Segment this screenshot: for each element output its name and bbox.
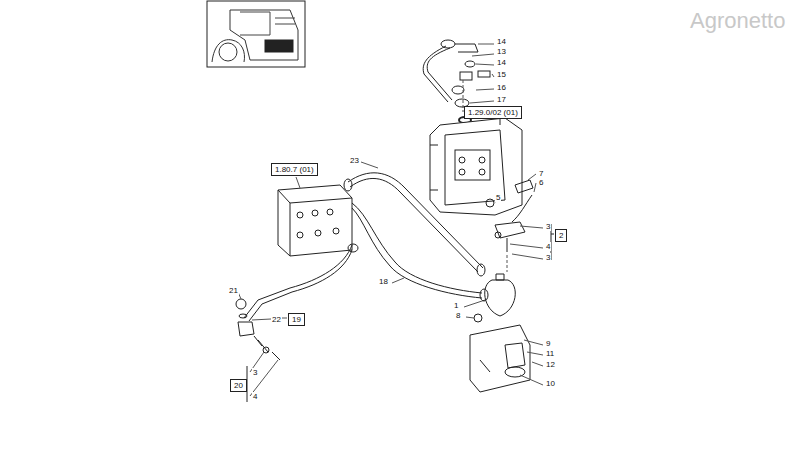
reference-box: 19 xyxy=(288,313,305,326)
callout-number: 9 xyxy=(545,339,551,348)
reference-text: 19 xyxy=(292,315,301,324)
reference-box: 20 xyxy=(230,379,247,392)
reference-text: 1.80.7 (01) xyxy=(275,165,314,174)
reference-text: 1.29.0/02 (01) xyxy=(468,108,518,117)
callout-number: 5 xyxy=(495,193,501,202)
callout-number: 14 xyxy=(496,58,507,67)
callout-number: 1 xyxy=(453,301,459,310)
reference-box: 2 xyxy=(555,229,567,242)
reference-box: 1.80.7 (01) xyxy=(271,163,318,176)
callout-number: 8 xyxy=(455,311,461,320)
callout-number: 12 xyxy=(545,360,556,369)
callout-number: 4 xyxy=(252,392,258,401)
callout-number: 11 xyxy=(545,349,555,358)
callout-number: 22 xyxy=(271,315,282,324)
callout-number: 14 xyxy=(496,37,507,46)
callout-number: 3 xyxy=(252,368,258,377)
callout-number: 17 xyxy=(496,95,507,104)
reference-text: 2 xyxy=(559,231,563,240)
reference-box: 1.29.0/02 (01) xyxy=(464,106,522,119)
callout-number: 10 xyxy=(545,379,556,388)
callout-number: 6 xyxy=(538,178,544,187)
callout-number: 3 xyxy=(545,222,551,231)
callout-number: 23 xyxy=(349,156,360,165)
watermark: Agronetto xyxy=(690,9,785,33)
callout-number: 7 xyxy=(538,169,544,178)
callout-number: 16 xyxy=(496,83,507,92)
callout-number: 15 xyxy=(496,70,507,79)
reference-text: 20 xyxy=(234,381,243,390)
callout-number: 3 xyxy=(545,253,551,262)
callout-number: 18 xyxy=(378,277,389,286)
callout-number: 21 xyxy=(228,286,239,295)
callout-number: 4 xyxy=(545,242,551,251)
callout-number: 13 xyxy=(496,47,507,56)
